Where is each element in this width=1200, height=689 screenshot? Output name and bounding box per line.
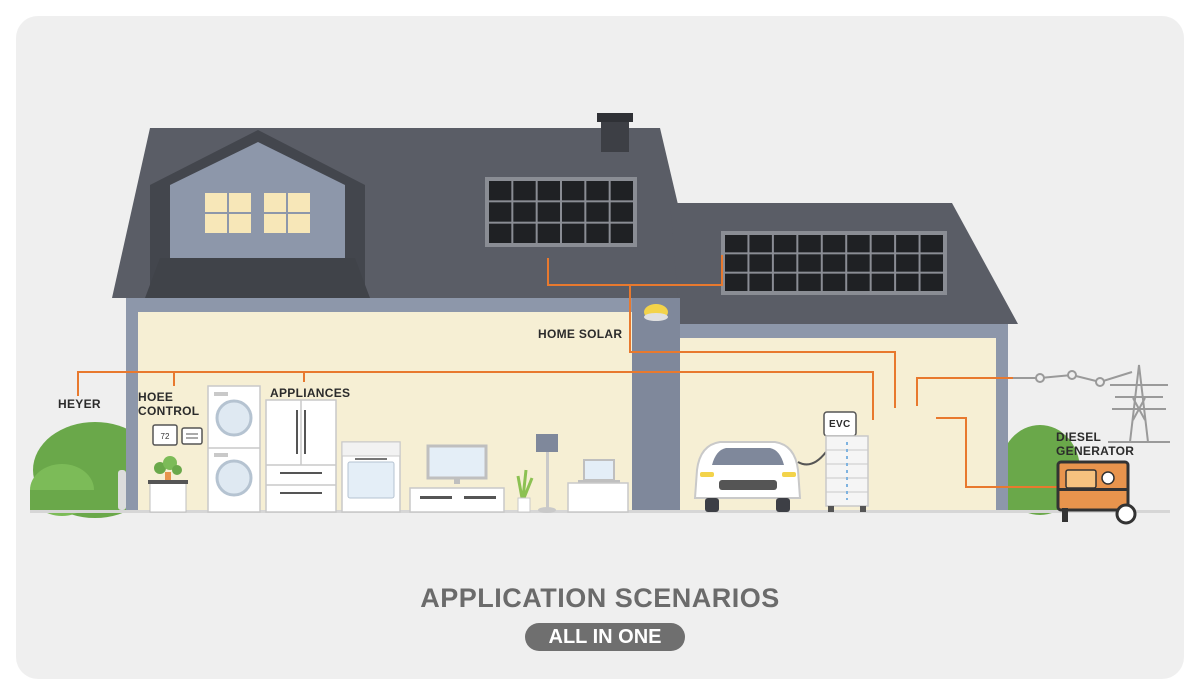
desk-laptop (567, 459, 629, 513)
power-tower (1013, 364, 1170, 443)
home-control-devices: 72 (148, 424, 203, 513)
lamp-and-plant (516, 434, 558, 513)
hoee-control-label: HOEE CONTROL (138, 390, 200, 418)
washer-dryer (207, 385, 261, 513)
appliances-label: APPLIANCES (270, 386, 351, 400)
evc-label: EVC (829, 419, 851, 430)
television (409, 444, 505, 513)
all-in-one-badge: ALL IN ONE (525, 623, 685, 651)
electric-car (693, 441, 827, 512)
heyer-label: HEYER (58, 397, 101, 411)
main-roof (112, 113, 700, 298)
solar-panel-lower (721, 231, 947, 295)
solar-panel-upper (485, 177, 637, 247)
connector-lines (77, 255, 1060, 488)
diesel-generator (1056, 460, 1137, 525)
oven (341, 441, 401, 513)
thermostat-readout: 72 (161, 432, 170, 441)
diesel-generator-label: DIESEL GENERATOR (1056, 430, 1135, 458)
ev-charger (823, 411, 869, 512)
solar-panels (485, 177, 947, 295)
page-title: APPLICATION SCENARIOS (420, 583, 780, 613)
home-solar-label: HOME SOLAR (538, 327, 623, 341)
refrigerator (265, 399, 337, 513)
